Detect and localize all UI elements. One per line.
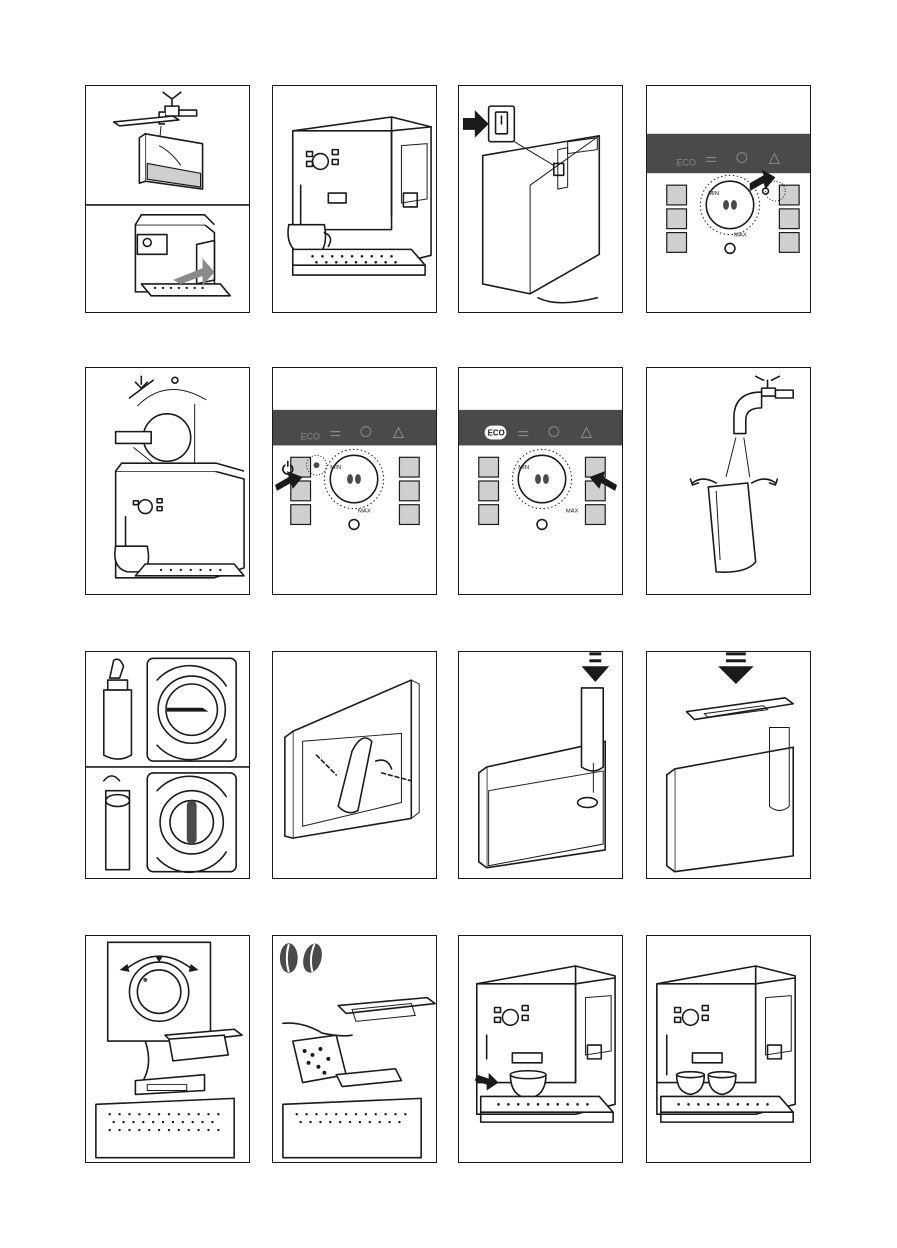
step-place-jug <box>272 85 437 313</box>
tap-icon <box>734 376 793 433</box>
power-switch-icon <box>489 106 515 142</box>
svg-text:ECO: ECO <box>677 157 696 167</box>
step-fill-tank <box>85 85 250 313</box>
step-fill-filter <box>272 651 437 879</box>
step-add-beans <box>272 935 437 1163</box>
step-steam-knob <box>85 367 250 595</box>
step-insert-filter <box>458 651 623 879</box>
step-filter-dial <box>85 651 250 879</box>
svg-text:ECO: ECO <box>301 432 320 442</box>
step-grinder-dial <box>85 935 250 1163</box>
step-rinse-filter <box>646 367 811 595</box>
svg-text:MIN: MIN <box>708 191 719 197</box>
coffee-beans-icon <box>280 942 325 975</box>
water-filter-icon <box>708 483 755 572</box>
step-control-panel-2: ECO MIN MAX <box>272 367 437 595</box>
step-two-cups <box>646 935 811 1163</box>
svg-text:ECO: ECO <box>488 429 505 438</box>
step-one-cup <box>458 935 623 1163</box>
svg-text:MAX: MAX <box>358 509 371 515</box>
svg-text:MIN: MIN <box>330 465 341 471</box>
step-control-panel-3: ECO MIN MAX <box>458 367 623 595</box>
steam-knob-icon <box>116 414 191 461</box>
step-control-panel-1: ECO MAX MIN <box>646 85 811 313</box>
svg-text:MAX: MAX <box>734 233 747 239</box>
svg-text:MIN: MIN <box>518 465 529 471</box>
step-main-switch <box>458 85 623 313</box>
step-replace-lid <box>646 651 811 879</box>
svg-text:MAX: MAX <box>566 509 579 515</box>
